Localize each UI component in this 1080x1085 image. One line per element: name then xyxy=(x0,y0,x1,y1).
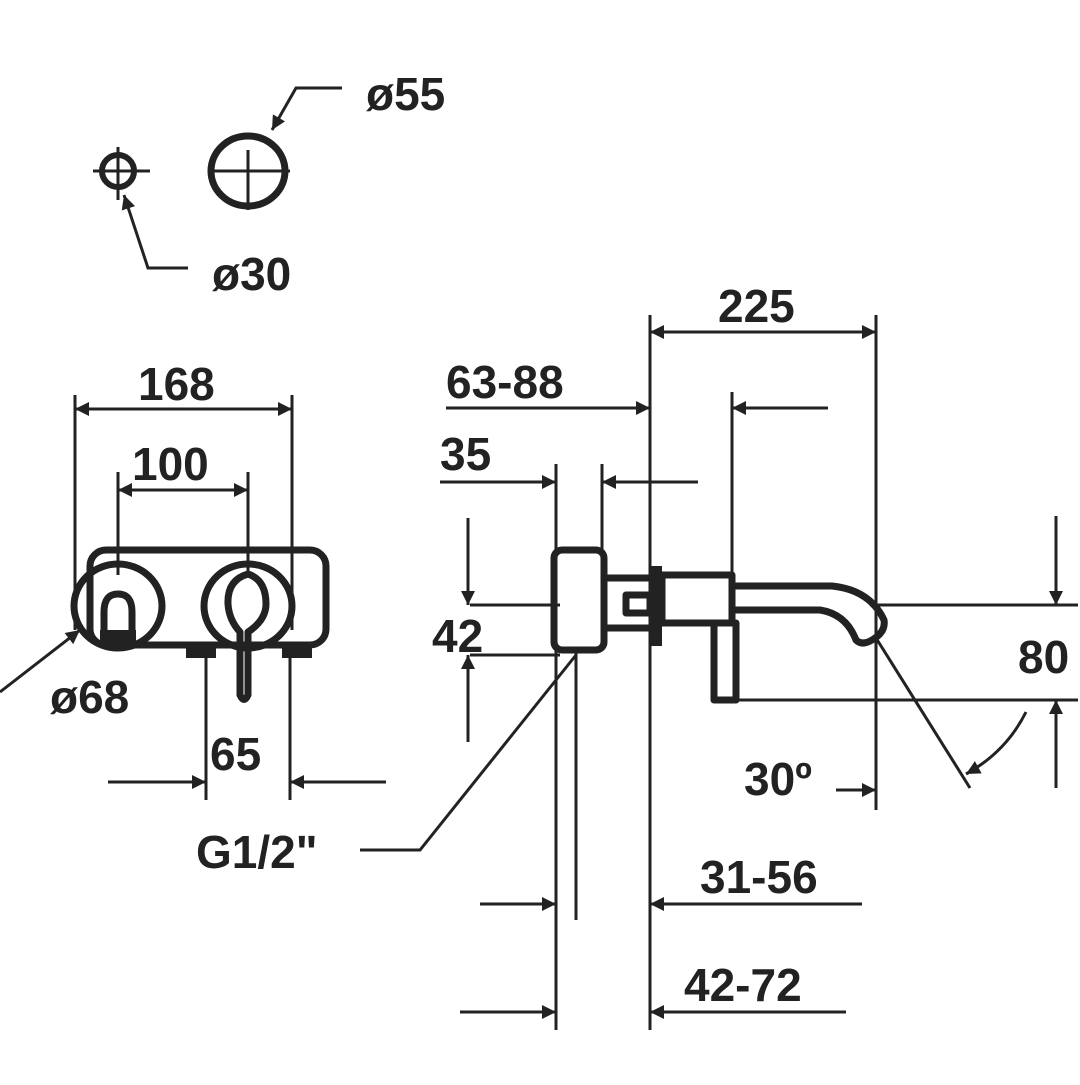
leader-d68 xyxy=(0,628,81,694)
label-42-72: 42-72 xyxy=(684,959,802,1011)
hole-symbol-small xyxy=(93,147,150,200)
label-168: 168 xyxy=(138,358,215,410)
dim-225 xyxy=(648,315,878,1030)
side-body xyxy=(550,546,888,704)
leader-d30 xyxy=(121,194,188,270)
leader-d55 xyxy=(270,86,342,131)
label-35: 35 xyxy=(440,428,491,480)
label-65: 65 xyxy=(210,728,261,780)
dim-42 xyxy=(461,518,560,742)
dim-100 xyxy=(116,472,250,575)
front-plate xyxy=(70,546,330,703)
label-d55: ø55 xyxy=(366,68,445,120)
leader-g12 xyxy=(360,654,578,852)
dim-63-88 xyxy=(446,392,828,580)
label-d30: ø30 xyxy=(212,248,291,300)
label-31-56: 31-56 xyxy=(700,851,818,903)
label-63-88: 63-88 xyxy=(446,356,564,408)
label-30: 30º xyxy=(744,753,812,805)
label-g12: G1/2" xyxy=(196,826,318,878)
angle-30 xyxy=(836,637,1028,797)
dim-65 xyxy=(108,650,386,800)
hole-symbol-large xyxy=(207,132,290,210)
label-80: 80 xyxy=(1018,631,1069,683)
label-42: 42 xyxy=(432,610,483,662)
label-d68: ø68 xyxy=(50,671,129,723)
dim-80 xyxy=(736,516,1078,788)
label-100: 100 xyxy=(132,438,209,490)
label-225: 225 xyxy=(718,280,795,332)
